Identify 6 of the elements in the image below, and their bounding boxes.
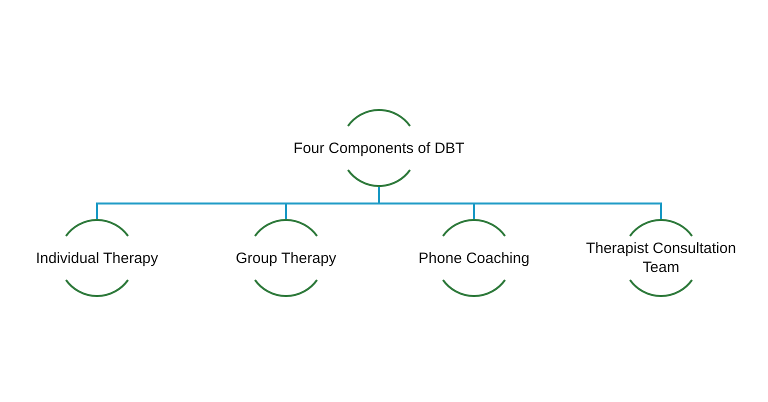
node-label: Four Components of DBT [294, 138, 464, 158]
node-label: Individual Therapy [36, 248, 158, 268]
node-label: Group Therapy [236, 248, 336, 268]
node-label: Phone Coaching [418, 248, 530, 268]
connector-line [378, 187, 662, 219]
node-label: Therapist Consultation Team [584, 239, 738, 277]
